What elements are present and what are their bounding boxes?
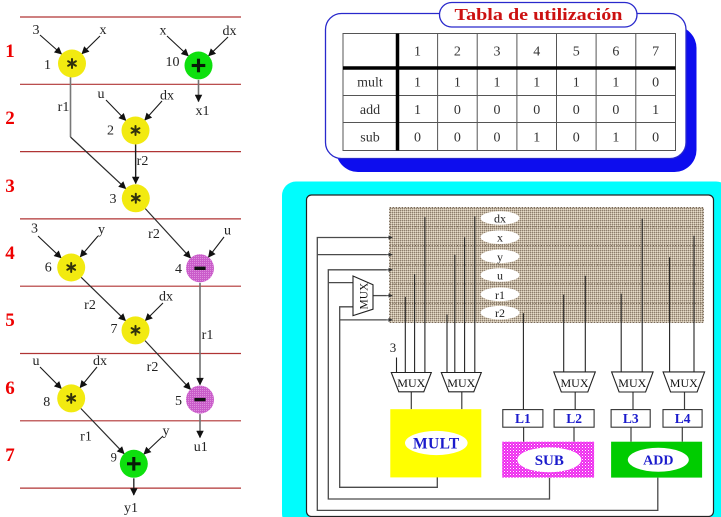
svg-text:x1: x1: [196, 104, 210, 119]
svg-text:1: 1: [533, 131, 540, 146]
svg-text:u: u: [98, 87, 105, 102]
svg-text:0: 0: [454, 103, 461, 118]
svg-text:x: x: [497, 231, 503, 245]
svg-text:3: 3: [110, 192, 117, 207]
svg-text:6: 6: [612, 45, 619, 60]
svg-text:5: 5: [5, 310, 15, 331]
svg-text:L1: L1: [515, 411, 531, 426]
svg-text:4: 4: [5, 243, 15, 264]
svg-text:L4: L4: [675, 411, 691, 426]
svg-text:9: 9: [111, 451, 117, 465]
svg-text:0: 0: [652, 131, 659, 146]
svg-text:3: 3: [494, 45, 501, 60]
svg-text:1: 1: [5, 41, 15, 62]
svg-text:MUX: MUX: [618, 376, 646, 390]
svg-text:sub: sub: [360, 131, 379, 146]
svg-text:r2: r2: [84, 298, 96, 313]
svg-text:dx: dx: [93, 354, 107, 369]
svg-text:MUX: MUX: [447, 376, 475, 390]
svg-text:0: 0: [454, 131, 461, 146]
svg-text:L3: L3: [623, 411, 639, 426]
svg-text:MUX: MUX: [397, 376, 425, 390]
svg-text:mult: mult: [357, 76, 383, 91]
svg-text:u: u: [497, 269, 503, 283]
svg-text:y1: y1: [124, 501, 138, 516]
svg-text:0: 0: [573, 103, 580, 118]
svg-text:1: 1: [44, 58, 51, 73]
svg-text:dx: dx: [494, 211, 506, 225]
svg-text:10: 10: [166, 55, 180, 70]
svg-text:dx: dx: [160, 89, 174, 104]
svg-text:add: add: [360, 103, 380, 118]
svg-text:r1: r1: [495, 288, 505, 302]
svg-text:MULT: MULT: [413, 436, 460, 453]
svg-text:3: 3: [33, 23, 40, 38]
svg-text:u: u: [224, 224, 231, 239]
svg-text:y: y: [497, 250, 503, 264]
svg-text:5: 5: [175, 394, 182, 409]
svg-text:dx: dx: [159, 290, 173, 305]
svg-text:MUX: MUX: [670, 376, 698, 390]
svg-text:0: 0: [652, 76, 659, 91]
svg-text:1: 1: [414, 103, 421, 118]
svg-text:L2: L2: [566, 411, 582, 426]
svg-text:4: 4: [175, 262, 182, 277]
svg-text:7: 7: [652, 45, 659, 60]
svg-text:7: 7: [111, 322, 118, 337]
svg-text:7: 7: [5, 445, 15, 466]
svg-text:1: 1: [573, 76, 580, 91]
svg-text:3: 3: [5, 176, 15, 197]
svg-text:r1: r1: [58, 100, 70, 115]
svg-text:r1: r1: [202, 328, 214, 343]
svg-text:1: 1: [454, 76, 461, 91]
svg-text:0: 0: [573, 131, 580, 146]
svg-text:0: 0: [494, 103, 501, 118]
svg-text:6: 6: [45, 261, 52, 276]
svg-text:y: y: [98, 223, 105, 238]
svg-text:MUX: MUX: [560, 376, 588, 390]
svg-text:2: 2: [107, 124, 114, 139]
svg-text:x: x: [160, 24, 167, 39]
svg-text:0: 0: [612, 103, 619, 118]
svg-text:0: 0: [414, 131, 421, 146]
svg-text:ADD: ADD: [643, 454, 673, 469]
svg-text:SUB: SUB: [535, 453, 564, 469]
svg-text:r2: r2: [148, 227, 160, 242]
svg-text:1: 1: [612, 76, 619, 91]
svg-text:u: u: [33, 354, 40, 369]
svg-text:8: 8: [43, 395, 50, 410]
svg-text:1: 1: [533, 76, 540, 91]
svg-text:1: 1: [494, 76, 501, 91]
svg-text:1: 1: [612, 131, 619, 146]
svg-text:1: 1: [652, 103, 659, 118]
svg-text:Tabla de utilización: Tabla de utilización: [455, 5, 623, 24]
svg-text:4: 4: [533, 45, 540, 60]
svg-text:0: 0: [494, 131, 501, 146]
svg-text:MUX: MUX: [359, 282, 371, 310]
svg-text:1: 1: [414, 45, 421, 60]
svg-text:3: 3: [31, 222, 38, 237]
svg-text:r2: r2: [495, 306, 505, 320]
svg-text:x: x: [100, 23, 107, 38]
svg-text:r2: r2: [147, 360, 159, 375]
svg-text:u1: u1: [194, 440, 208, 455]
svg-text:1: 1: [414, 76, 421, 91]
svg-text:2: 2: [5, 108, 15, 129]
svg-text:2: 2: [454, 45, 461, 60]
svg-text:dx: dx: [223, 24, 237, 39]
svg-text:r2: r2: [137, 154, 149, 169]
svg-text:r1: r1: [80, 430, 92, 445]
svg-text:3: 3: [390, 340, 397, 355]
svg-text:6: 6: [5, 378, 15, 399]
svg-text:5: 5: [573, 45, 580, 60]
svg-text:y: y: [163, 424, 170, 439]
svg-text:0: 0: [533, 103, 540, 118]
